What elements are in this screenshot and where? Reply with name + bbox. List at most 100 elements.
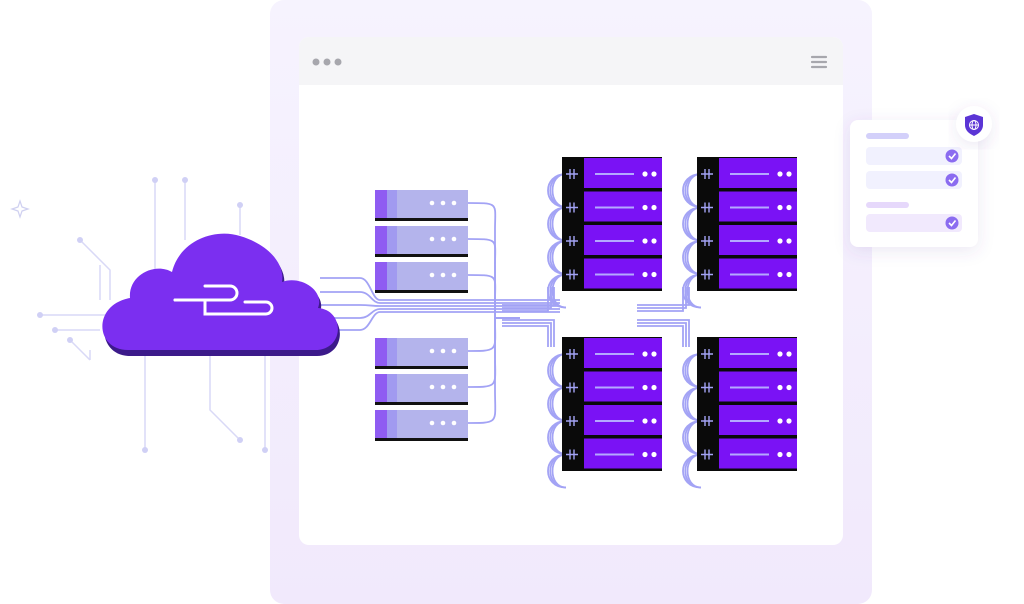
purple-server-unit [701, 338, 797, 368]
cable [547, 353, 567, 388]
link-logo-icon [173, 284, 274, 316]
cloud-icon [102, 233, 340, 356]
cable [637, 319, 690, 347]
status-light [786, 351, 792, 357]
port-connector [701, 449, 713, 460]
status-light [777, 451, 783, 458]
cable [502, 287, 552, 309]
check-circle-icon [945, 149, 959, 163]
status-light [642, 204, 648, 211]
light-server-unit [375, 226, 468, 257]
port-connector [701, 349, 713, 359]
sparkle-icon [10, 199, 30, 219]
circuit-nodes [37, 177, 323, 453]
hamburger-menu-icon[interactable] [810, 55, 828, 69]
status-light [429, 272, 435, 278]
cable [320, 311, 560, 331]
checklist-row [866, 214, 962, 232]
checklist-row [866, 171, 962, 189]
status-light [642, 238, 648, 244]
cable [320, 277, 560, 301]
purple-server-unit [566, 405, 662, 435]
status-light [651, 204, 657, 211]
window-header [299, 37, 843, 85]
cable [637, 322, 687, 347]
port-connector [566, 349, 578, 359]
light-server-unit [375, 338, 468, 369]
check-circle-icon [945, 173, 959, 187]
status-light [777, 418, 783, 424]
port-connector [701, 202, 713, 213]
status-light [777, 238, 783, 244]
cable [637, 287, 684, 312]
shield-globe-icon[interactable] [965, 114, 983, 136]
status-light [642, 451, 648, 458]
port-connector [566, 449, 578, 460]
check-circle-icon [945, 216, 959, 230]
status-light [786, 418, 792, 424]
light-server-unit [375, 190, 468, 221]
purple-server-unit [566, 225, 662, 255]
cable [682, 453, 702, 489]
light-server-unit [375, 374, 468, 405]
status-light [777, 204, 783, 211]
purple-server-unit [701, 191, 797, 222]
cable [502, 325, 549, 347]
cable [467, 202, 520, 319]
status-light [440, 348, 446, 354]
port-connector [566, 236, 578, 246]
three-dots-icon[interactable] [312, 58, 342, 66]
cable [637, 287, 687, 309]
cable [682, 173, 702, 208]
port-connector [566, 202, 578, 213]
purple-server-unit [701, 371, 797, 402]
group-label-bar [866, 202, 909, 208]
cable [320, 304, 560, 307]
cable [502, 319, 555, 347]
cable [467, 238, 520, 319]
purple-server-unit [566, 371, 662, 402]
cable [682, 386, 702, 422]
port-connector [701, 236, 713, 246]
status-light [651, 238, 657, 244]
status-light [786, 451, 792, 458]
purple-server-unit [566, 338, 662, 368]
status-light [786, 171, 792, 177]
status-light [429, 236, 435, 242]
cable [682, 420, 702, 455]
purple-server-unit [566, 438, 662, 469]
purple-server-unit [566, 258, 662, 289]
purple-server-rack [697, 157, 797, 291]
status-light [786, 238, 792, 244]
purple-server-unit [701, 258, 797, 289]
cable [320, 308, 560, 319]
cable [547, 173, 567, 208]
cable [467, 274, 520, 319]
port-connector [701, 169, 713, 179]
status-light [429, 200, 435, 206]
purple-server-rack [562, 157, 662, 291]
purple-server-unit [566, 191, 662, 222]
cable [547, 206, 567, 242]
status-light [642, 271, 648, 278]
status-light [642, 384, 648, 391]
cable [682, 353, 702, 388]
status-light [777, 351, 783, 357]
status-light [777, 171, 783, 177]
status-light [440, 384, 446, 390]
status-light [451, 272, 457, 278]
status-light [651, 451, 657, 458]
port-connector [701, 382, 713, 393]
status-light [651, 171, 657, 177]
status-light [429, 348, 435, 354]
status-light [777, 384, 783, 391]
port-connector [701, 269, 713, 280]
status-light [642, 351, 648, 357]
purple-server-unit [701, 438, 797, 469]
cable [502, 322, 552, 347]
status-light [440, 420, 446, 426]
status-light [777, 271, 783, 278]
network-cables [320, 173, 702, 489]
checklist-row [866, 147, 962, 165]
